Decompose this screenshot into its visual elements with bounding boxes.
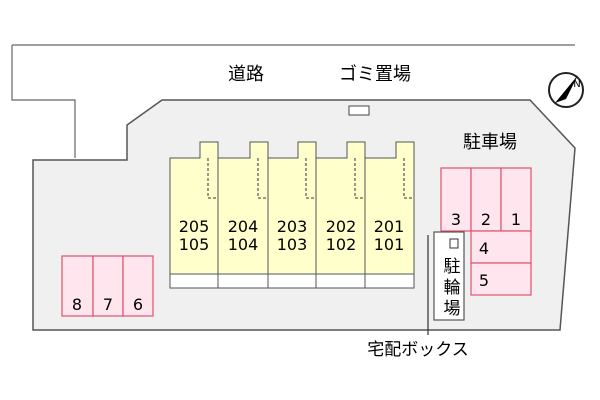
unit-lower-number: 102 xyxy=(326,235,357,254)
delivery-box-marker xyxy=(449,238,459,249)
bicycle-label-char: 輪 xyxy=(444,278,461,298)
unit-201-101: 201 101 xyxy=(364,141,415,289)
unit-204-104: 204 104 xyxy=(217,141,269,289)
bicycle-label-char: 駐 xyxy=(444,257,461,277)
unit-upper-number: 202 xyxy=(326,217,357,236)
compass-north-icon: N xyxy=(548,72,584,108)
unit-lower-number: 101 xyxy=(374,235,405,254)
building: 205 105 204 104 203 103 202 102 xyxy=(169,141,415,289)
parking-right: 3 2 1 4 5 xyxy=(440,167,532,296)
parking-spot-6 xyxy=(122,255,154,317)
parking-spot-label: 4 xyxy=(479,239,489,258)
parking-spot-label: 7 xyxy=(103,295,113,314)
road-boundary xyxy=(11,45,76,158)
bicycle-label-char: 場 xyxy=(444,299,461,319)
unit-lower-number: 104 xyxy=(228,235,259,254)
garbage-area xyxy=(348,105,370,116)
parking-spot-1 xyxy=(500,167,532,232)
unit-203-103: 203 103 xyxy=(267,141,317,289)
parking-spot-label: 3 xyxy=(451,210,461,229)
parking-spot-label: 2 xyxy=(481,210,491,229)
parking-label: 駐車場 xyxy=(463,132,517,153)
bicycle-parking: 駐 輪 場 xyxy=(433,231,465,321)
unit-lower-number: 103 xyxy=(277,235,308,254)
unit-upper-number: 203 xyxy=(277,217,308,236)
garbage-label: ゴミ置場 xyxy=(339,64,411,85)
delivery-box-label: 宅配ボックス xyxy=(367,340,469,360)
unit-upper-number: 204 xyxy=(228,217,259,236)
parking-spot-label: 6 xyxy=(133,295,143,314)
parking-spot-label: 5 xyxy=(479,271,489,290)
compass-letter: N xyxy=(573,79,580,90)
parking-spot-8 xyxy=(61,255,94,317)
parking-spot-label: 1 xyxy=(511,210,521,229)
parking-left: 8 7 6 xyxy=(61,255,154,317)
parking-spot-7 xyxy=(92,255,124,317)
unit-lower-number: 105 xyxy=(179,235,210,254)
road-label: 道路 xyxy=(228,64,264,85)
parking-spot-label: 8 xyxy=(72,295,82,314)
parking-spot-2 xyxy=(470,167,502,232)
parking-spot-5 xyxy=(470,262,532,296)
unit-upper-number: 205 xyxy=(179,217,210,236)
unit-upper-number: 201 xyxy=(374,217,405,236)
unit-205-105: 205 105 xyxy=(169,141,219,289)
unit-202-102: 202 102 xyxy=(315,141,366,289)
